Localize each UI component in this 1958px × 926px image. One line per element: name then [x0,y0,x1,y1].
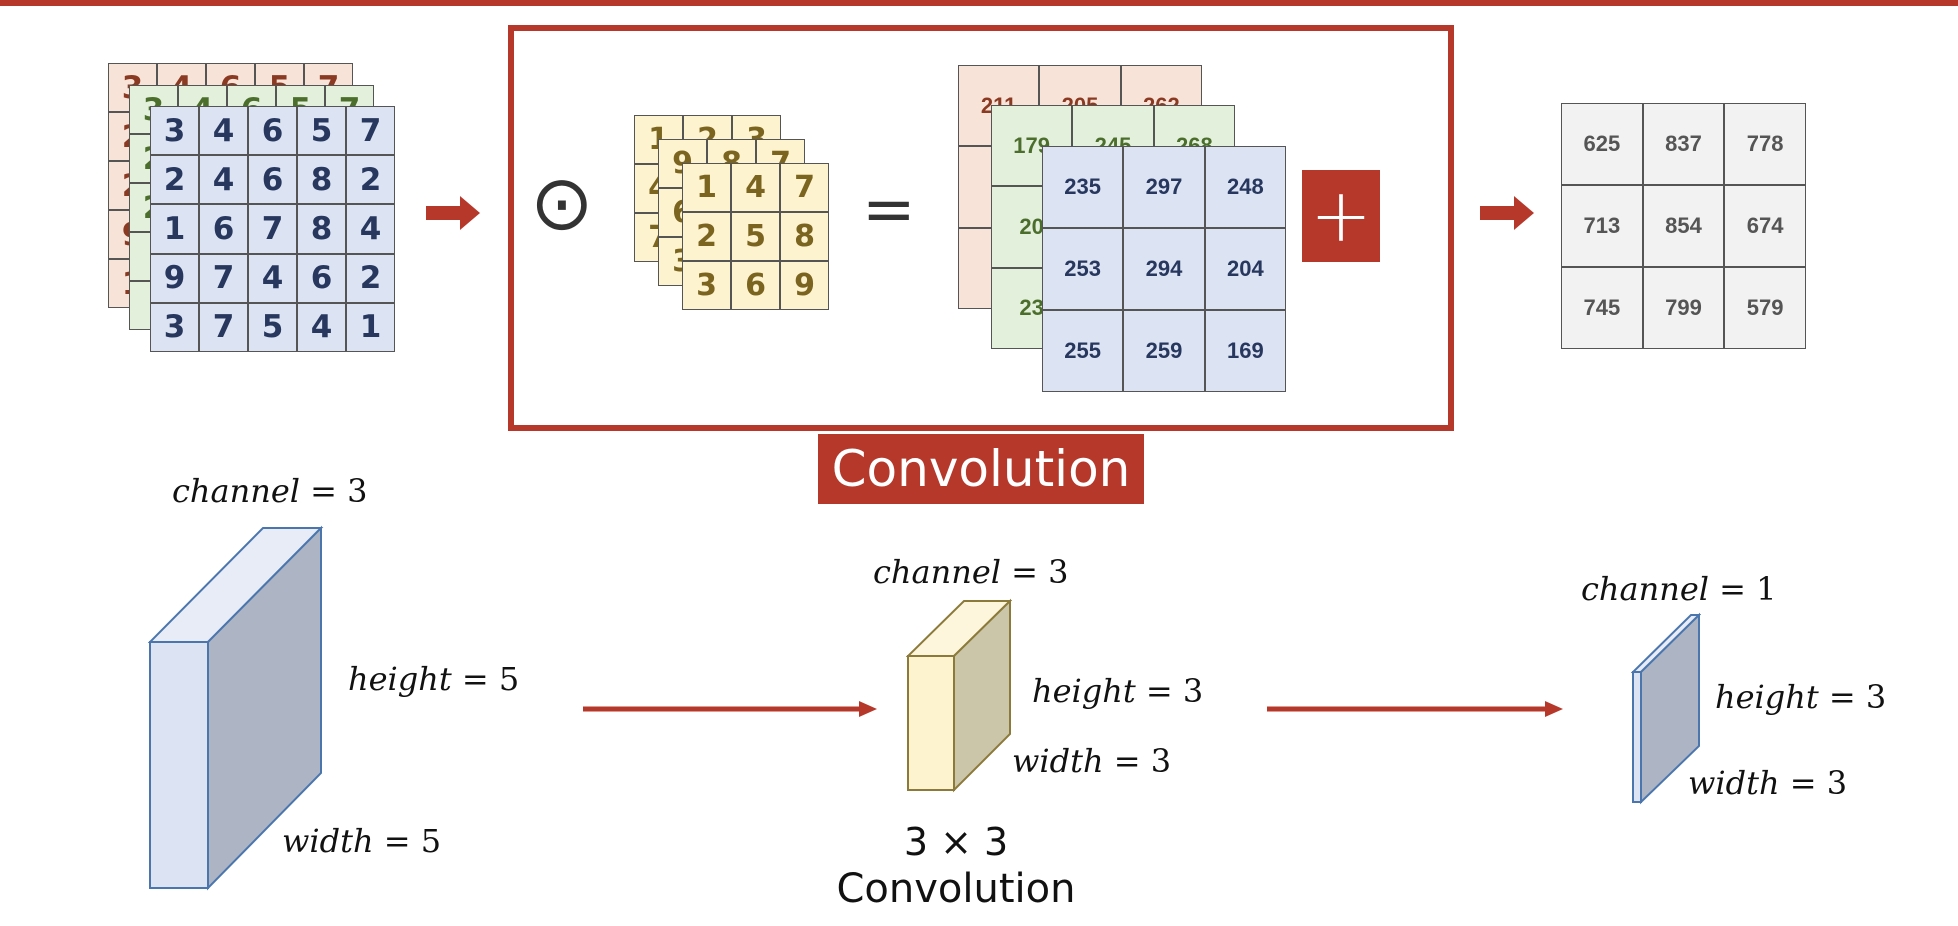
arrow-right-icon [1267,701,1563,717]
matrix-cell: 4 [248,253,297,303]
kernel-width-label: width = 3 [1012,742,1172,780]
matrix-cell: 625 [1561,103,1643,185]
matrix-cell: 8 [297,155,346,205]
output-volume-block [1631,612,1701,805]
matrix-cell: 6 [248,106,297,156]
matrix-cell: 674 [1724,185,1806,267]
convolution-label: Convolution [818,434,1144,504]
top-accent-bar [0,0,1958,6]
matrix-cell: 3 [682,261,731,310]
matrix-cell: 2 [346,253,395,303]
matrix-cell: 5 [248,302,297,352]
matrix-cell: 4 [199,155,248,205]
input-volume-block [148,525,324,891]
matrix-cell: 6 [297,253,346,303]
matrix-cell: 248 [1204,146,1286,228]
matrix-cell: 799 [1642,267,1725,349]
arrow-right-icon [1480,196,1534,230]
input-channel-label: channel = 3 [172,472,368,510]
matrix-cell: 255 [1042,310,1124,392]
input-width-label: width = 5 [282,822,442,860]
matrix-cell: 294 [1123,228,1205,310]
matrix-cell: 8 [297,204,346,254]
matrix-cell: 7 [199,302,248,352]
kernel-channel-label: channel = 3 [873,553,1069,591]
matrix-cell: 7 [780,163,829,212]
matrix-cell: 7 [248,204,297,254]
kernel-volume-block [906,598,1012,793]
input-height-label: height = 5 [348,660,520,698]
kernel-height-label: height = 3 [1032,672,1204,710]
matrix-cell: 7 [199,253,248,303]
matrix-cell: 253 [1042,228,1124,310]
matrix-cell: 4 [297,302,346,352]
matrix-cell: 713 [1561,185,1643,267]
matrix-cell: 837 [1642,103,1725,185]
matrix-cell: 5 [297,106,346,156]
matrix-cell: 778 [1724,103,1806,185]
matrix-cell: 259 [1123,310,1205,392]
matrix-cell: 5 [731,212,780,261]
matrix-cell: 3 [150,106,199,156]
sum-operator: + [1302,170,1380,262]
matrix-cell: 7 [346,106,395,156]
matrix-cell: 2 [150,155,199,205]
matrix-cell: 9 [150,253,199,303]
matrix-cell: 297 [1123,146,1205,228]
matrix-cell: 579 [1724,267,1806,349]
arrow-right-icon [426,196,480,230]
equals-operator: = [862,173,916,247]
matrix-cell: 204 [1204,228,1286,310]
matrix-cell: 3 [150,302,199,352]
kernel-size-caption: 3 × 3 [903,820,1009,864]
matrix-cell: 4 [731,163,780,212]
matrix-cell: 1 [346,302,395,352]
output-channel-label: channel = 1 [1581,570,1777,608]
matrix-cell: 9 [780,261,829,310]
kernel-name-caption: Convolution [836,866,1076,912]
matrix-cell: 1 [682,163,731,212]
matrix-cell: 6 [731,261,780,310]
matrix-cell: 6 [248,155,297,205]
output-width-label: width = 3 [1688,764,1848,802]
matrix-cell: 1 [150,204,199,254]
convolution-frame [508,25,1454,431]
matrix-cell: 4 [199,106,248,156]
matrix-cell: 854 [1642,185,1725,267]
matrix-cell: 4 [346,204,395,254]
matrix-cell: 6 [199,204,248,254]
matrix-cell: 745 [1561,267,1643,349]
hadamard-operator: ⊙ [530,158,594,247]
matrix-cell: 8 [780,212,829,261]
matrix-cell: 235 [1042,146,1124,228]
output-height-label: height = 3 [1715,678,1887,716]
matrix-cell: 169 [1204,310,1286,392]
matrix-cell: 2 [346,155,395,205]
matrix-cell: 2 [682,212,731,261]
arrow-right-icon [583,701,877,717]
